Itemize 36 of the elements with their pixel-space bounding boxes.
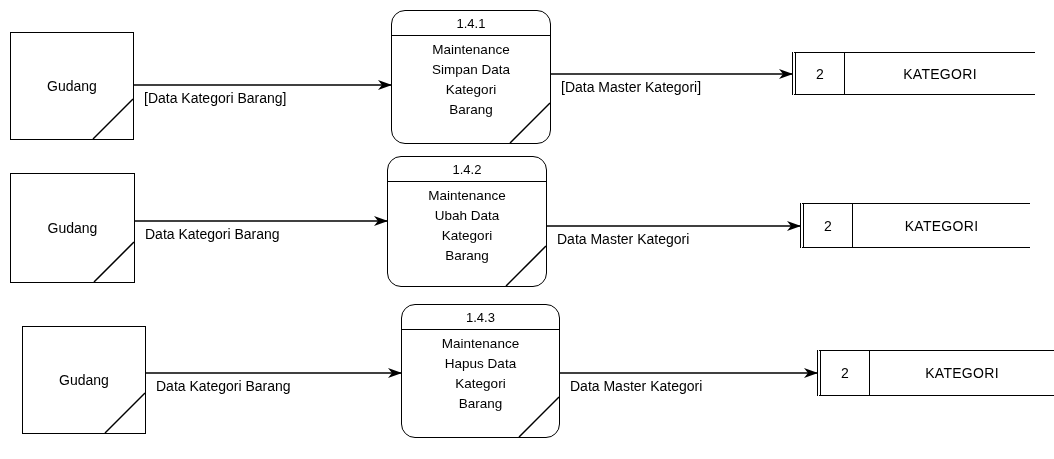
edge-label: Data Kategori Barang — [154, 378, 293, 394]
data-store — [792, 52, 1035, 95]
process-name: Maintenance Hapus Data Kategori Barang — [440, 335, 521, 413]
process-box — [401, 304, 560, 438]
store-number: 2 — [816, 65, 824, 82]
process-number: 1.4.3 — [466, 309, 495, 325]
process-number: 1.4.1 — [456, 15, 486, 31]
store-name: KATEGORI — [903, 65, 977, 82]
edge-label: [Data Kategori Barang] — [142, 90, 289, 106]
arrow — [133, 80, 392, 90]
store-name: KATEGORI — [925, 365, 999, 381]
store-name: KATEGORI — [904, 217, 979, 234]
entity-name: Gudang — [47, 220, 98, 236]
edge-label: [Data Master Kategori] — [559, 79, 704, 95]
external-entity-box — [22, 326, 146, 434]
data-store — [800, 203, 1030, 248]
store-number: 2 — [841, 365, 849, 381]
process-box — [391, 10, 551, 144]
process-name: Maintenance Ubah Data Kategori Barang — [427, 187, 507, 265]
process-box — [387, 156, 547, 287]
process-name: Maintenance Simpan Data Kategori Barang — [430, 41, 511, 119]
entity-name: Gudang — [59, 372, 109, 388]
process-number: 1.4.2 — [452, 161, 482, 177]
edge-label: Data Master Kategori — [555, 231, 692, 247]
external-entity-box — [10, 32, 134, 140]
arrow — [546, 221, 801, 231]
entity-name: Gudang — [47, 78, 97, 94]
arrow — [559, 368, 818, 378]
edge-label: Data Kategori Barang — [143, 226, 282, 242]
arrow — [145, 368, 402, 378]
arrow — [550, 69, 793, 79]
arrow — [134, 216, 388, 226]
store-number: 2 — [824, 217, 832, 234]
data-store — [817, 350, 1054, 396]
external-entity-box — [10, 173, 135, 283]
edge-label: Data Master Kategori — [568, 378, 705, 394]
